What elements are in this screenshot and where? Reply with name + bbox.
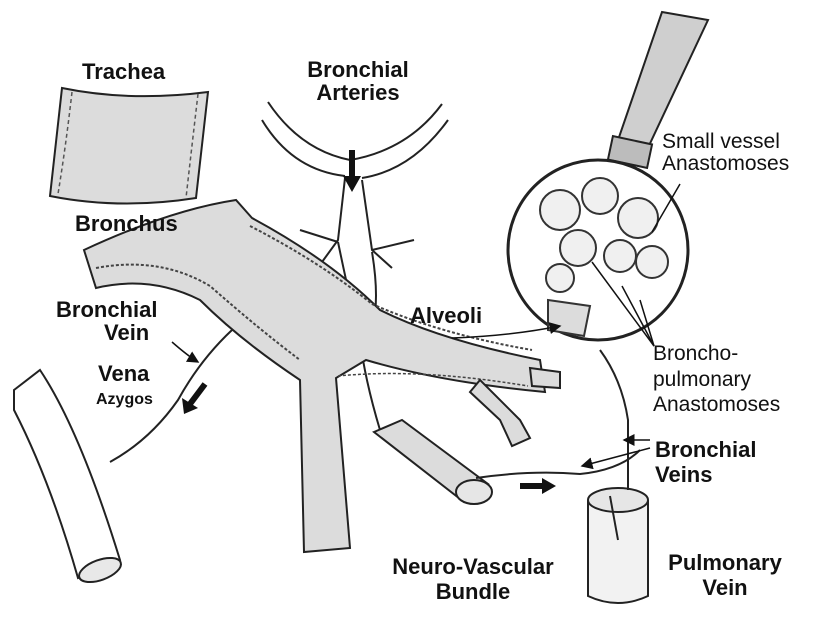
label-broncho-pulmonary-anastomoses: Broncho- pulmonary Anastomoses <box>653 341 780 418</box>
trachea-shape <box>50 88 208 204</box>
label-pulmonary-vein-line1: Pulmonary <box>655 550 795 575</box>
label-neuro-vascular-bundle: Neuro-Vascular Bundle <box>368 554 578 605</box>
label-bronchial-vein: Bronchial Vein <box>56 298 157 344</box>
label-bronchial-vein-line1: Bronchial <box>56 298 157 321</box>
label-bronchus: Bronchus <box>75 212 178 235</box>
label-vena: Vena <box>98 362 149 385</box>
label-bronchial-veins-line1: Bronchial <box>655 437 756 462</box>
magnifier-icon <box>508 12 708 340</box>
label-pulmonary-vein: Pulmonary Vein <box>655 550 795 601</box>
down-arrow-icon <box>343 150 361 192</box>
label-small-vessel-line1: Small vessel <box>662 131 789 153</box>
label-bronchial-veins-line2: Veins <box>655 462 756 487</box>
label-broncho-line3: Anastomoses <box>653 392 780 418</box>
label-bronchial-arteries-line2: Arteries <box>290 81 426 104</box>
bundle-vessels <box>476 450 640 478</box>
bronchial-veins-pointers <box>582 440 650 466</box>
label-azygos: Azygos <box>96 392 153 409</box>
label-bronchial-arteries-line1: Bronchial <box>290 58 426 81</box>
neuro-vascular-bundle-shape <box>374 420 492 504</box>
label-broncho-line1: Broncho- <box>653 341 780 367</box>
pulmonary-vein-shape <box>588 488 648 603</box>
label-bronchial-veins: Bronchial Veins <box>655 437 756 488</box>
label-broncho-line2: pulmonary <box>653 367 780 393</box>
label-neuro-line2: Bundle <box>368 579 578 604</box>
label-alveoli: Alveoli <box>410 304 482 327</box>
label-small-vessel-line2: Anastomoses <box>662 153 789 175</box>
label-bronchial-vein-line2: Vein <box>56 321 157 344</box>
label-neuro-line1: Neuro-Vascular <box>368 554 578 579</box>
bronchial-vein-pointer <box>172 342 198 362</box>
label-small-vessel-anastomoses: Small vessel Anastomoses <box>662 131 789 175</box>
bundle-arrow-icon <box>520 478 556 494</box>
label-pulmonary-vein-line2: Vein <box>655 575 795 600</box>
label-bronchial-arteries: Bronchial Arteries <box>290 58 426 104</box>
label-trachea: Trachea <box>82 60 165 83</box>
